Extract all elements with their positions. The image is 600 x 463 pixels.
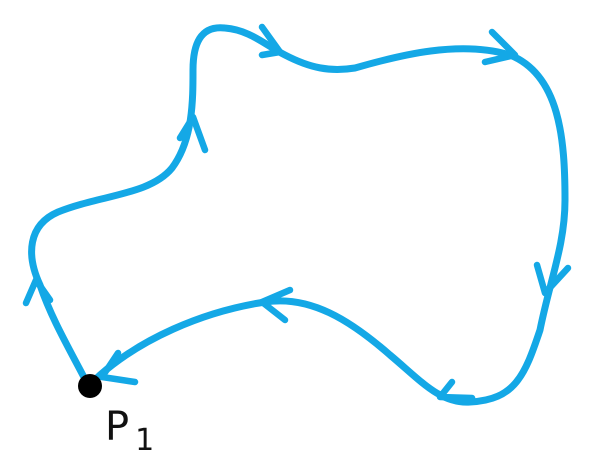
arrow-mark-left [22,276,54,307]
arrow-mark-top-left [258,23,284,59]
arrow-mark-top-right [481,28,519,66]
arrow-mark-rise [176,113,209,154]
point-label-subscript: 1 [135,423,154,458]
arrow-mark-bottom-right [436,378,476,402]
arrow-mark-bottom-left [98,349,139,386]
closed-curve [28,24,569,406]
arrow-mark-right [533,261,572,297]
point-p1-dot [78,374,102,398]
point-label-letter: P [105,404,129,450]
arrow-mark-bottom [258,286,294,324]
